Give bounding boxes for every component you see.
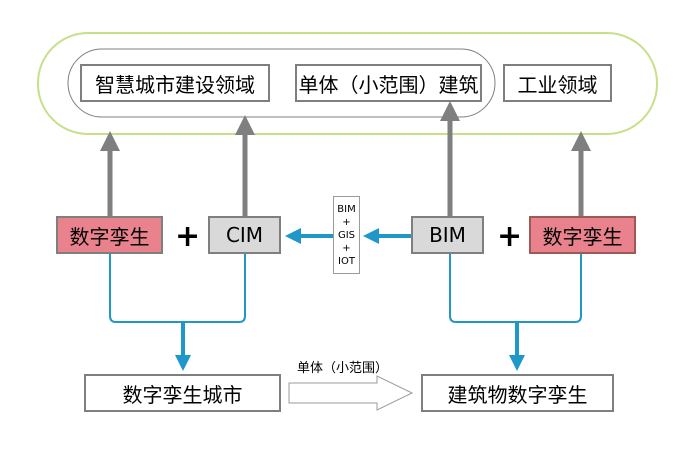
smart-city-domain-box: 智慧城市建设领域 xyxy=(80,64,270,102)
hollow-arrow xyxy=(288,375,414,411)
building-digital-twin-box: 建筑物数字孪生 xyxy=(421,374,614,412)
stack-line-gis: GIS xyxy=(337,229,356,241)
hollow-arrow-label: 单体（小范围） xyxy=(297,361,389,376)
bracket-right xyxy=(449,253,582,323)
industrial-domain-box: 工业领域 xyxy=(503,64,612,102)
stack-line-plus-1: + xyxy=(342,216,351,228)
stack-line-iot: IOT xyxy=(338,255,355,267)
digital-twin-left-box: 数字孪生 xyxy=(56,216,163,254)
domain-inner-frame xyxy=(67,48,496,118)
stack-line-plus-2: + xyxy=(342,242,351,254)
single-building-domain-box: 单体（小范围）建筑 xyxy=(295,64,482,102)
bim-gis-iot-stack: BIM + GIS + IOT xyxy=(333,196,360,274)
digital-twin-city-box: 数字孪生城市 xyxy=(84,374,281,412)
cim-box: CIM xyxy=(208,216,281,254)
digital-twin-right-box: 数字孪生 xyxy=(529,216,636,254)
domain-outer-frame xyxy=(37,32,658,135)
plus-sign-left: + xyxy=(175,219,201,254)
stack-line-bim: BIM xyxy=(337,203,356,215)
bim-box: BIM xyxy=(411,216,484,254)
plus-sign-right: + xyxy=(497,219,523,254)
bracket-left xyxy=(109,253,246,323)
